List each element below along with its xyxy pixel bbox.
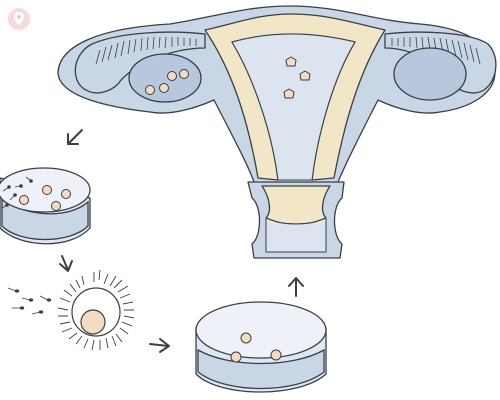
embryo <box>285 56 297 67</box>
dish-rim <box>195 301 327 359</box>
uterine-cavity <box>231 33 356 181</box>
cervix-lower <box>265 217 327 253</box>
arrow-right-icon <box>149 338 170 353</box>
swimming-sperm <box>7 287 52 315</box>
egg <box>61 189 71 199</box>
embryo <box>299 70 311 81</box>
arrow-down-icon <box>59 255 73 272</box>
brand-logo-icon <box>8 8 30 30</box>
arrow-down-left-icon <box>67 129 83 145</box>
sperm-and-egg <box>7 269 135 351</box>
petri-dish-embryo-culture <box>195 301 327 393</box>
flow-arrows <box>59 129 304 353</box>
embryo <box>270 349 282 361</box>
embryo <box>283 88 295 99</box>
egg <box>145 85 155 95</box>
corona-radiata <box>57 269 135 351</box>
uterus <box>57 5 497 259</box>
right-tube-folds <box>391 36 481 65</box>
dish-eggs <box>19 185 71 211</box>
egg <box>51 201 61 211</box>
embryo <box>230 351 242 363</box>
cavity-embryos <box>283 56 311 99</box>
left-ovary-eggs <box>145 69 189 95</box>
dish-embryos <box>230 332 282 363</box>
embryo <box>240 332 252 344</box>
egg <box>167 71 177 81</box>
left-ovary <box>128 53 202 103</box>
dish-sperm <box>1 176 33 209</box>
left-tube-folds <box>95 36 197 65</box>
egg <box>159 83 169 93</box>
egg <box>42 185 52 195</box>
egg <box>179 69 189 79</box>
arrow-up-icon <box>288 277 304 297</box>
egg <box>19 195 29 205</box>
cervical-canal <box>261 185 331 225</box>
right-ovary <box>393 47 467 101</box>
petri-dish-fertilization <box>0 167 91 245</box>
egg-cell <box>80 309 106 335</box>
